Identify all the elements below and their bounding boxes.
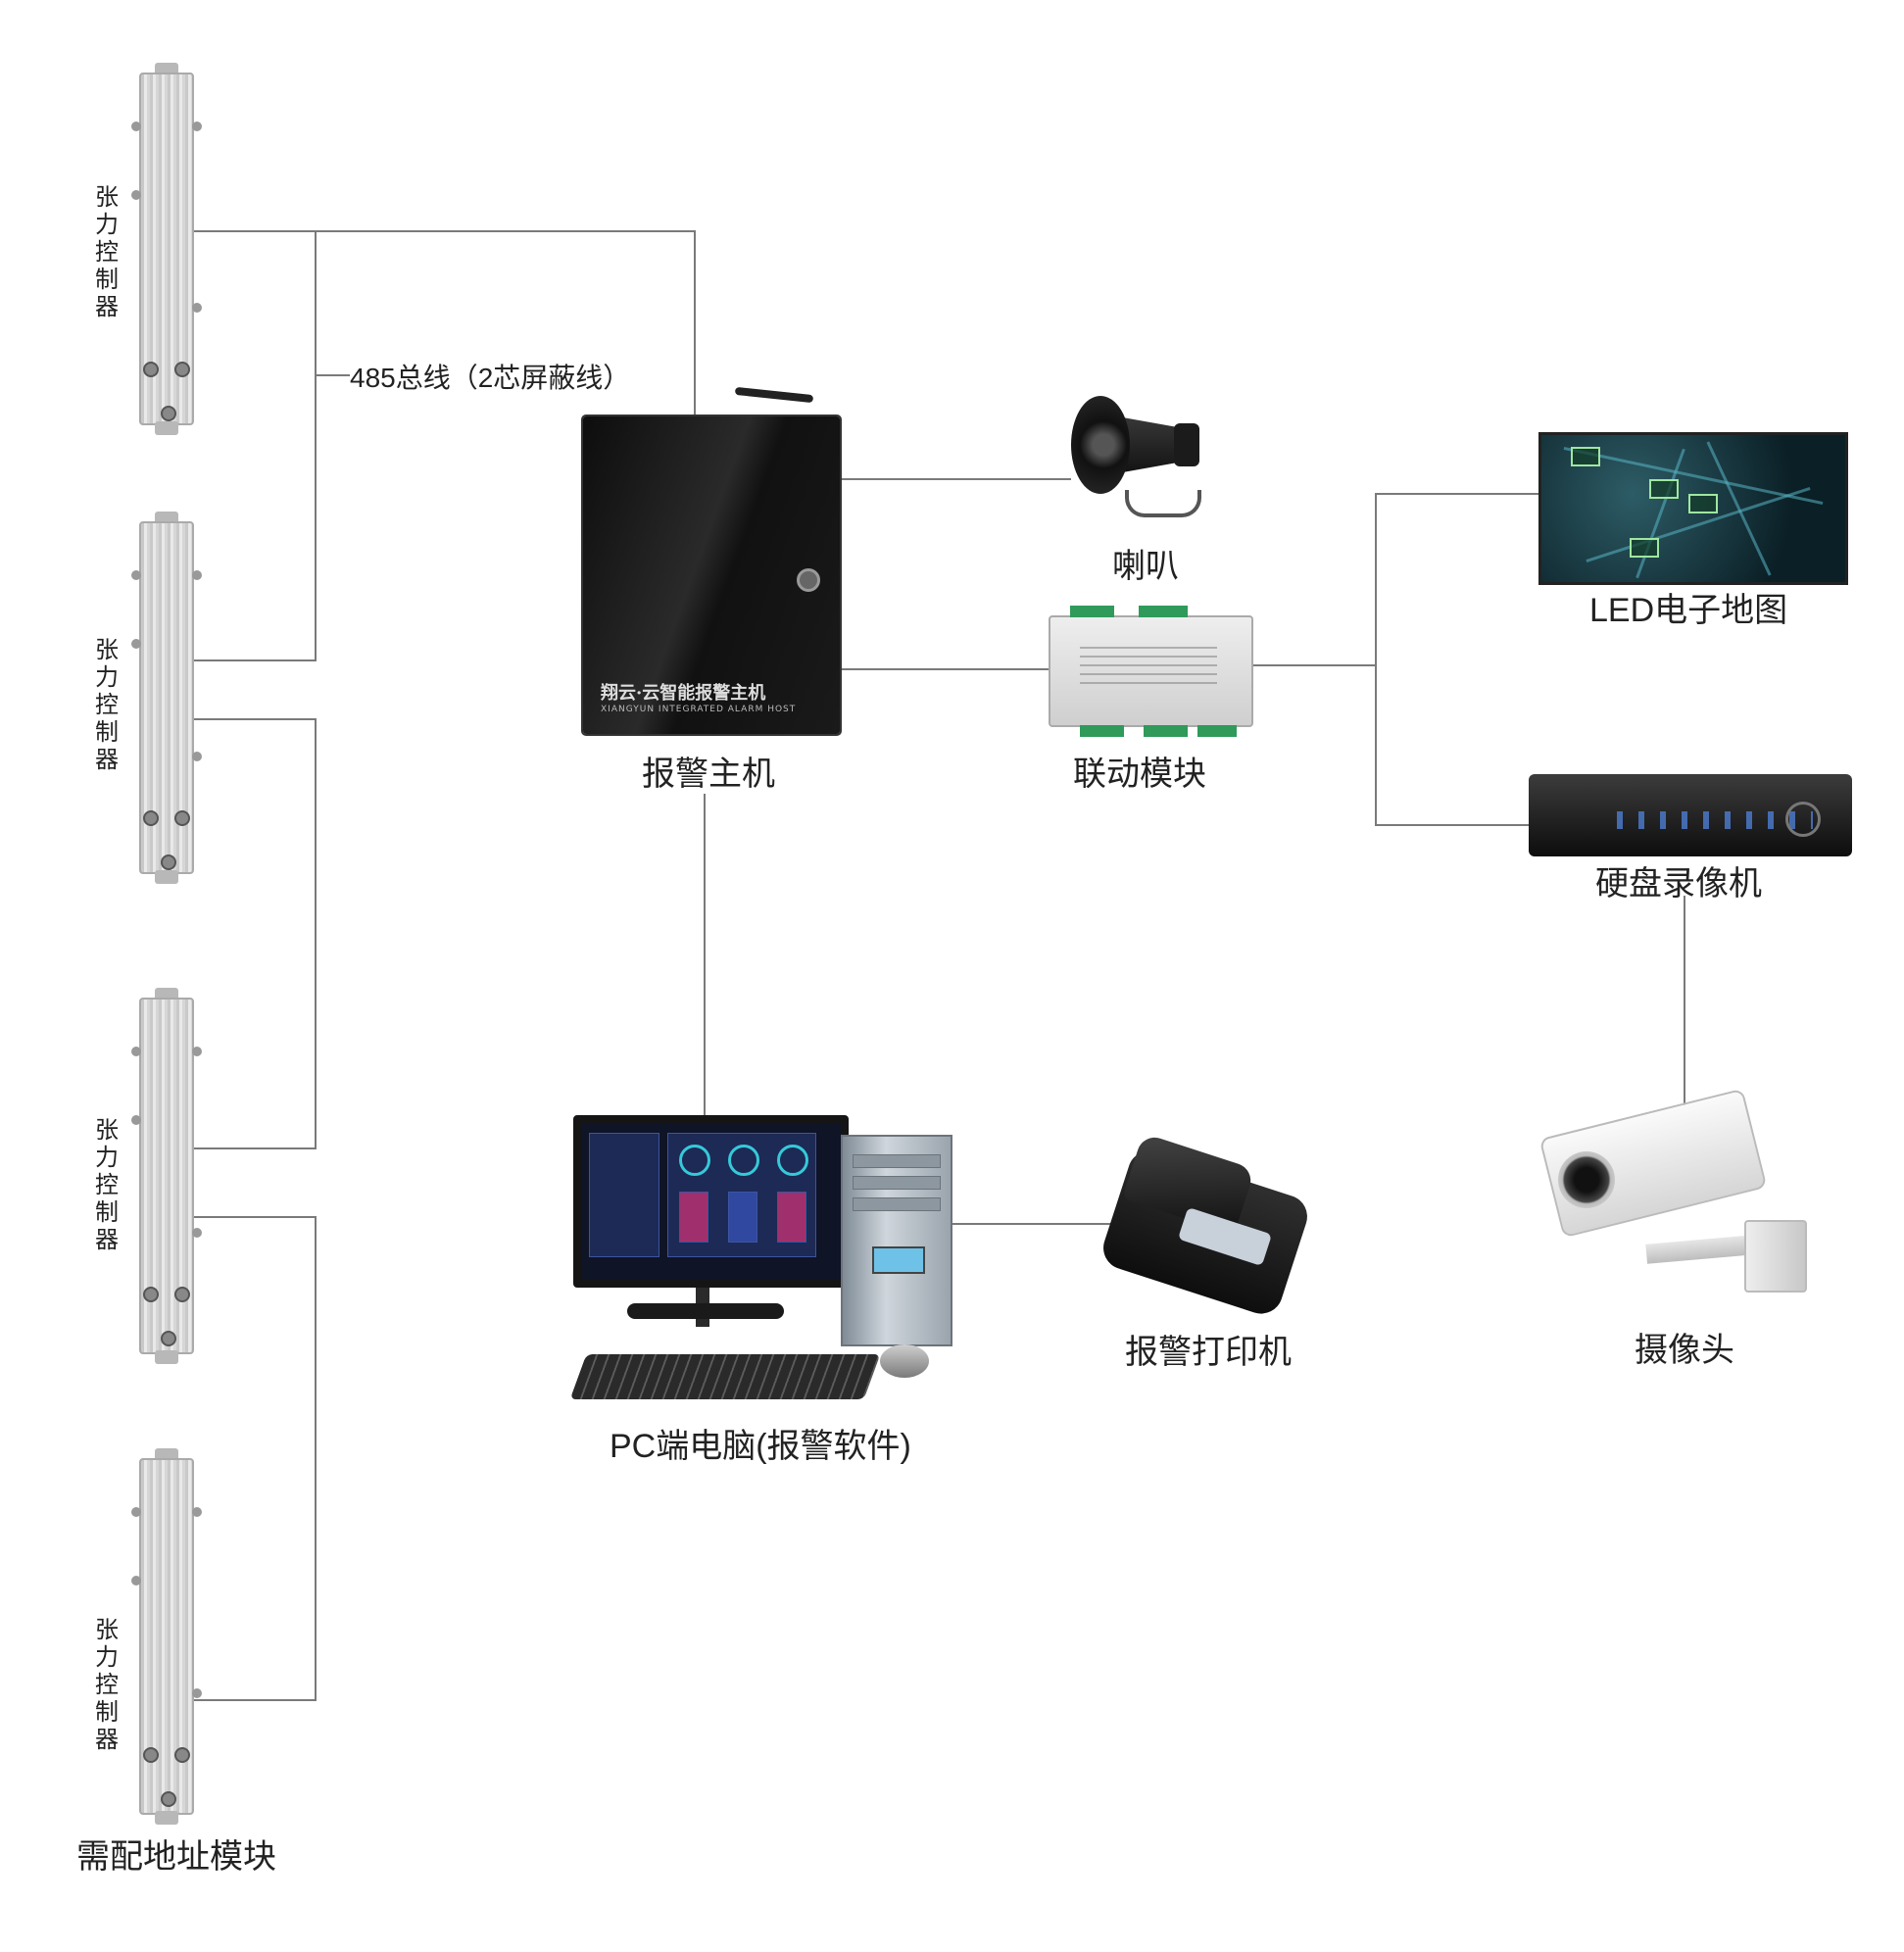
tension-controller-pole: [127, 988, 206, 1364]
wire-bus-top: [189, 230, 696, 232]
horn-icon: [1071, 396, 1208, 523]
wire-bus-to-host: [694, 230, 696, 416]
wire-bus-label-tick: [315, 374, 350, 376]
mouse-icon: [880, 1344, 929, 1378]
lock-icon: [797, 568, 820, 592]
wire-pc-printer: [949, 1223, 1125, 1225]
linkage-module-label: 联动模块: [1073, 756, 1206, 793]
wire-controller-2-in: [189, 659, 317, 661]
pc-label: PC端电脑(报警软件): [610, 1428, 911, 1465]
wire-controller-2-out: [189, 718, 317, 720]
controller-label: 张力控制器: [95, 1617, 119, 1753]
camera-label: 摄像头: [1635, 1332, 1734, 1369]
bus-label: 485总线（2芯屏蔽线）: [350, 363, 631, 393]
monitor-base: [627, 1303, 784, 1319]
dvr-label: 硬盘录像机: [1595, 865, 1762, 903]
alarm-host-label: 报警主机: [642, 756, 775, 793]
keyboard-icon: [569, 1354, 881, 1399]
printer-icon: [1098, 1133, 1313, 1320]
led-map-label: LED电子地图: [1589, 592, 1788, 629]
monitor-icon: [573, 1115, 849, 1288]
wire-hub-ledmap: [1375, 493, 1538, 495]
linkage-module-device: [1049, 606, 1253, 737]
wire-host-module: [840, 668, 1049, 670]
led-map-screen: [1538, 432, 1848, 585]
controller-label: 张力控制器: [95, 184, 119, 320]
wire-bus-trunk-3: [315, 1216, 317, 1701]
wire-host-pc: [704, 794, 706, 1115]
pc-tower-icon: [841, 1135, 952, 1346]
wire-controller-3-out: [189, 1216, 317, 1218]
address-module-note: 需配地址模块: [76, 1838, 276, 1876]
wire-hub-dvr: [1375, 824, 1529, 826]
tension-controller-pole: [127, 1448, 206, 1825]
controller-label: 张力控制器: [95, 1117, 119, 1253]
wire-hub-vertical: [1375, 493, 1377, 826]
tension-controller-pole: [127, 63, 206, 435]
alarm-host-brand: 翔云·云智能报警主机 XIANGYUN INTEGRATED ALARM HOS…: [601, 683, 797, 714]
camera-icon: [1538, 1088, 1832, 1318]
printer-label: 报警打印机: [1125, 1334, 1292, 1371]
tension-controller-pole: [127, 512, 206, 884]
alarm-host-device: 翔云·云智能报警主机 XIANGYUN INTEGRATED ALARM HOS…: [583, 386, 840, 734]
controller-label: 张力控制器: [95, 637, 119, 773]
horn-label: 喇叭: [1112, 548, 1179, 585]
dvr-device: [1529, 774, 1852, 856]
wire-module-hub: [1249, 664, 1377, 666]
wire-controller-4-in: [189, 1699, 317, 1701]
wire-controller-3-in: [189, 1147, 317, 1149]
wire-dvr-camera: [1684, 896, 1685, 1111]
wire-bus-trunk-2: [315, 718, 317, 1149]
antenna-icon: [734, 386, 814, 404]
wire-bus-trunk-1: [315, 230, 317, 661]
wire-host-horn: [840, 478, 1071, 480]
